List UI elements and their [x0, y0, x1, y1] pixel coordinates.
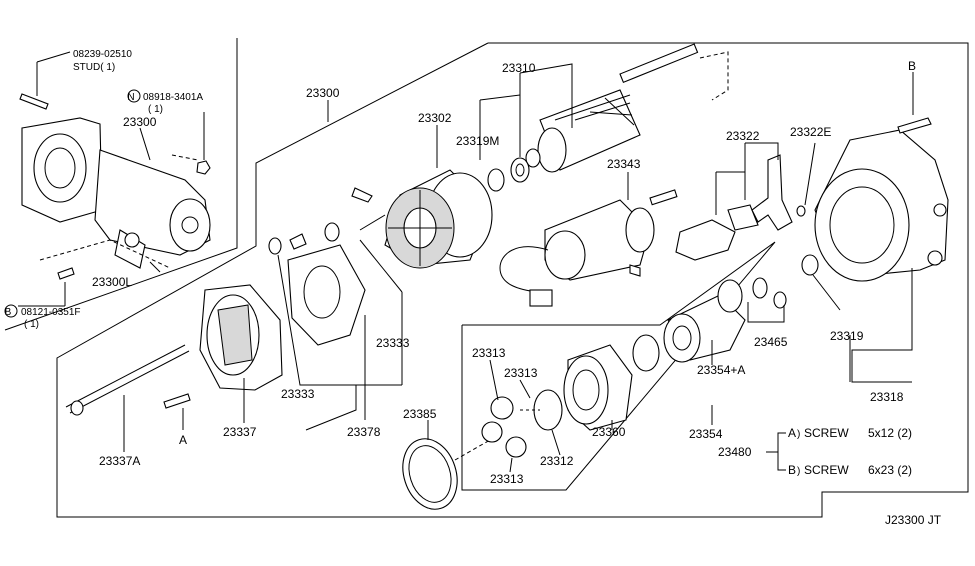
inset-frame	[4, 38, 238, 331]
label-23378: 23378	[347, 425, 381, 439]
leader-23310	[479, 63, 573, 160]
inset-nut-icon	[196, 112, 211, 175]
label-stud-part: 08239-02510	[73, 49, 132, 60]
label-23385: 23385	[403, 407, 437, 421]
screw-bracket	[766, 432, 786, 471]
solenoid-part	[499, 189, 678, 307]
leader-23337	[123, 378, 245, 452]
leader-housing	[812, 72, 914, 383]
label-23354a: 23354+A	[697, 363, 745, 377]
screw-a-tag: A	[788, 426, 796, 440]
inset-stud-icon	[19, 51, 71, 110]
leader-23333	[277, 239, 403, 431]
label-nut-qty: ( 1)	[148, 104, 163, 115]
screw-b-sep: )	[797, 466, 800, 477]
label-23319m: 23319M	[456, 134, 499, 148]
label-23360: 23360	[592, 425, 626, 439]
front-bracket-part	[65, 284, 283, 416]
label-23313-a: 23313	[472, 346, 506, 360]
seal-ring-part	[402, 438, 491, 510]
label-23322: 23322	[726, 129, 760, 143]
label-23465: 23465	[754, 335, 788, 349]
inset-bolt-icon	[18, 267, 75, 307]
label-23310: 23310	[502, 61, 536, 75]
diagram-id: J23300 JT	[885, 513, 942, 527]
gear-parts	[481, 389, 563, 458]
housing-part	[801, 117, 949, 282]
lever-parts	[675, 154, 806, 261]
screw-b-name: SCREW	[804, 463, 849, 477]
label-bolt-qty: ( 1)	[24, 319, 39, 330]
brush-plate-parts	[268, 222, 366, 346]
label-23319: 23319	[830, 329, 864, 343]
label-inset-23300: 23300	[123, 115, 157, 129]
label-23337: 23337	[223, 425, 257, 439]
label-23318: 23318	[870, 390, 904, 404]
label-23480: 23480	[718, 445, 752, 459]
label-stud-note: STUD( 1)	[73, 62, 115, 73]
label-23302: 23302	[418, 111, 452, 125]
label-23354: 23354	[689, 427, 723, 441]
inset-starter-assembly	[21, 117, 211, 269]
label-nut-part: 08918-3401A	[143, 92, 203, 103]
screw-a-size: 5x12 (2)	[868, 426, 912, 440]
label-23300: 23300	[306, 86, 340, 100]
screw-a-name: SCREW	[804, 426, 849, 440]
label-23333-b: 23333	[281, 387, 315, 401]
subgroup-outline	[461, 241, 776, 491]
yoke-part	[351, 169, 493, 269]
label-b-circle: B	[5, 307, 12, 318]
pinion-part	[663, 277, 787, 363]
main-outline	[56, 42, 969, 518]
armature-dashed	[699, 51, 729, 101]
screw-b-tag: B	[788, 463, 796, 477]
label-23313-b: 23313	[504, 366, 538, 380]
internal-gear-part	[563, 334, 660, 431]
label-23343: 23343	[607, 157, 641, 171]
label-23333-a: 23333	[376, 336, 410, 350]
leader-23354	[711, 302, 785, 425]
armature-part	[525, 43, 699, 173]
label-23312: 23312	[540, 454, 574, 468]
label-23337a: 23337A	[99, 454, 140, 468]
label-23322e: 23322E	[790, 125, 831, 139]
label-bolt-part: 08121-0351F	[21, 307, 81, 318]
screw-a-sep: )	[797, 429, 800, 440]
label-23313-c: 23313	[490, 472, 524, 486]
label-23300l: 23300L	[92, 275, 132, 289]
label-b: B	[908, 59, 916, 73]
screw-b-size: 6x23 (2)	[868, 463, 912, 477]
washer-23319m	[487, 157, 530, 192]
inset-b-circle	[4, 304, 18, 318]
inset-dashed-guides	[39, 127, 199, 273]
label-a: A	[179, 433, 187, 447]
label-n-circle: N	[127, 92, 134, 103]
inset-n-circle	[127, 89, 141, 103]
leader-23313	[489, 359, 561, 473]
leader-23322	[715, 142, 816, 215]
